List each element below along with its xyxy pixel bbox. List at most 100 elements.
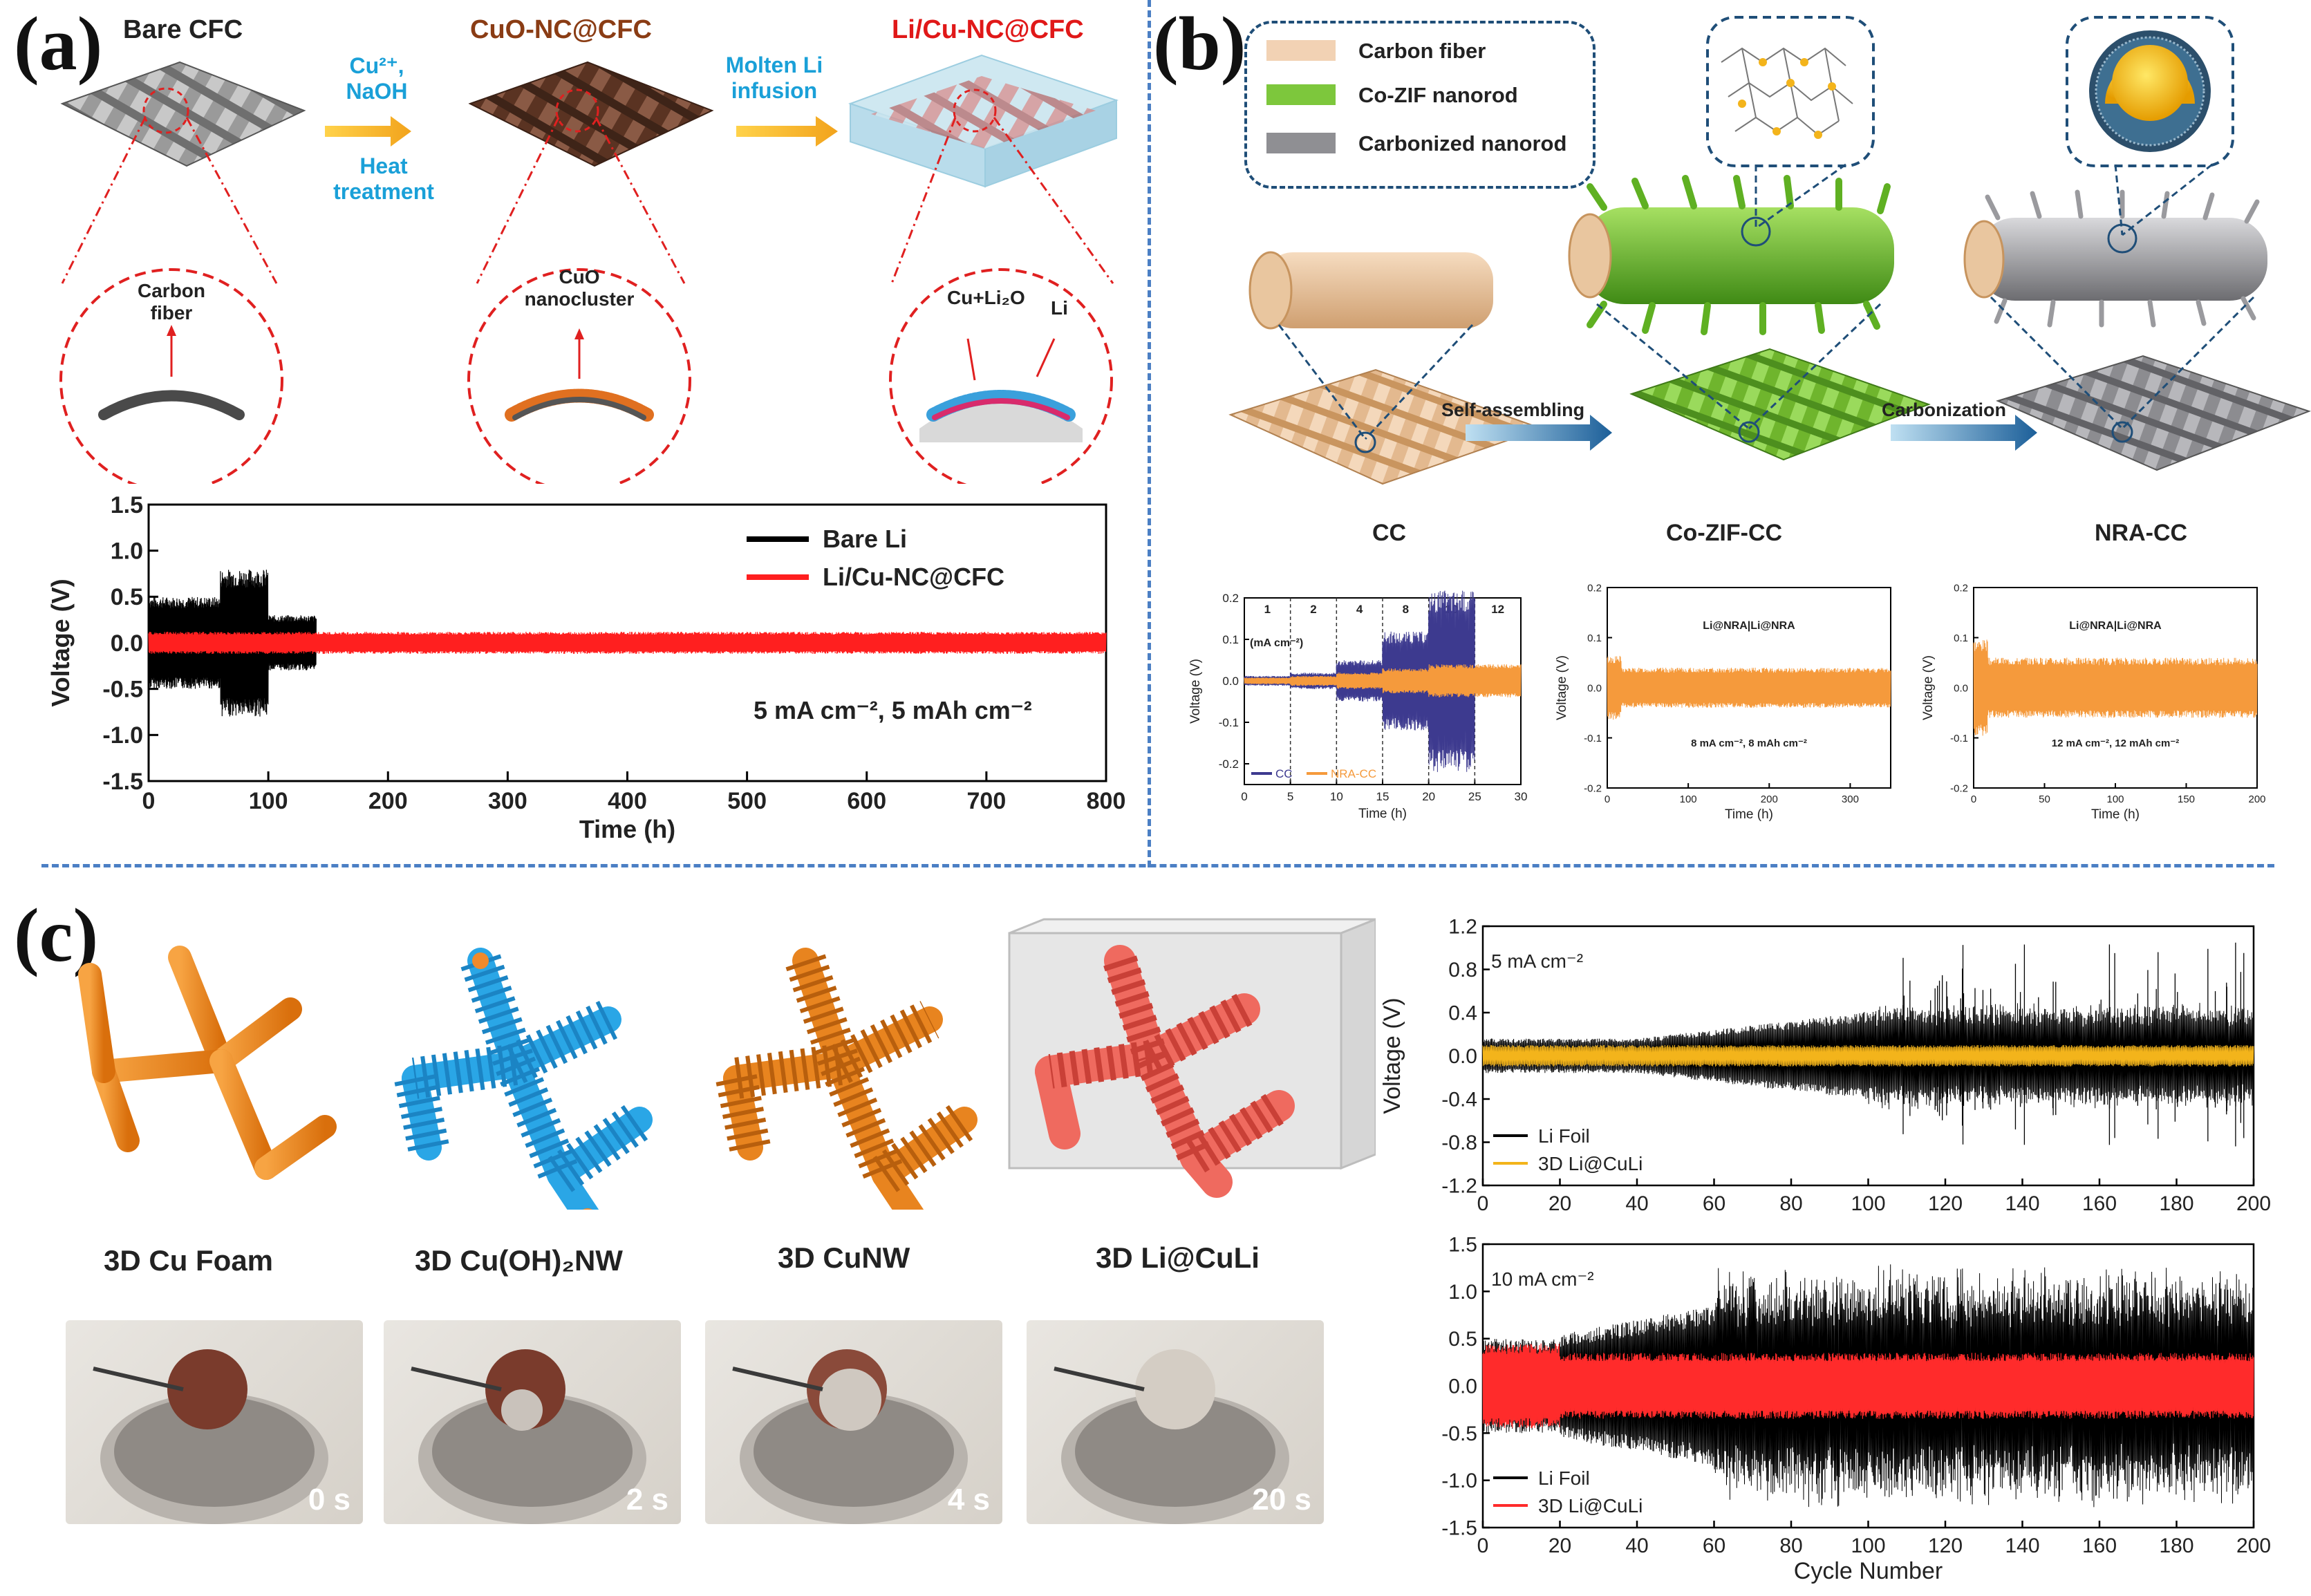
y-axis-label: Voltage (V) bbox=[1379, 997, 1405, 1114]
cu-foam-structure bbox=[78, 946, 337, 1210]
y-axis-label: Voltage (V) bbox=[1188, 659, 1203, 724]
zoom3-label-li: Li bbox=[1051, 297, 1068, 319]
x-tick-label: 40 bbox=[1625, 1192, 1648, 1215]
series-line-li-cuLi bbox=[1482, 1343, 2254, 1428]
x-tick-label: 40 bbox=[1625, 1534, 1648, 1557]
x-axis-label: Time (h) bbox=[2091, 807, 2140, 822]
x-tick-label: 180 bbox=[2159, 1192, 2193, 1215]
y-tick-label: 0.0 bbox=[1448, 1045, 1477, 1068]
arrow1-label-top: Cu²⁺,NaOH bbox=[346, 53, 408, 104]
x-tick-label: 0 bbox=[1971, 794, 1976, 805]
x-tick-label: 400 bbox=[608, 788, 647, 814]
x-tick-label: 180 bbox=[2159, 1534, 2193, 1557]
fiber-arc-2 bbox=[505, 388, 654, 422]
x-tick-label: 0 bbox=[1477, 1192, 1489, 1215]
legend-label-li-foil: Li Foil bbox=[1538, 1467, 1590, 1489]
y-tick-label: -0.2 bbox=[1584, 782, 1602, 794]
panel-label-b: (b) bbox=[1153, 1, 1246, 86]
unit-note: (mA cm⁻²) bbox=[1250, 637, 1303, 649]
droplet-image bbox=[411, 1349, 646, 1524]
y-tick-label: 0.8 bbox=[1448, 959, 1477, 982]
x-tick-label: 500 bbox=[727, 788, 767, 814]
photo-time-20s: 20 s bbox=[1252, 1483, 1311, 1517]
y-tick-label: 0.1 bbox=[1222, 633, 1239, 646]
x-tick-label: 200 bbox=[368, 788, 408, 814]
y-tick-label: 0.0 bbox=[1222, 675, 1239, 688]
panel-label-a: (a) bbox=[14, 1, 103, 86]
y-tick-label: -1.0 bbox=[102, 722, 143, 749]
legend-box bbox=[1244, 21, 1596, 189]
x-tick-label: 100 bbox=[249, 788, 288, 814]
legend-swatch-carbonized bbox=[1266, 133, 1336, 153]
chart-annotation: 8 mA cm⁻², 8 mAh cm⁻² bbox=[1691, 738, 1807, 749]
step-arrow-1 bbox=[1466, 415, 1612, 451]
x-tick-label: 120 bbox=[1928, 1534, 1963, 1557]
y-tick-label: 0.2 bbox=[1222, 592, 1239, 605]
series-line-li-cu-nc bbox=[148, 631, 1107, 655]
y-tick-label: 1.2 bbox=[1448, 916, 1477, 939]
x-tick-label: 15 bbox=[1376, 790, 1390, 803]
y-tick-label: -1.5 bbox=[1441, 1517, 1477, 1540]
y-tick-label: -0.5 bbox=[102, 677, 143, 703]
y-tick-label: 0.4 bbox=[1448, 1002, 1477, 1025]
structure-label-cunw: 3D CuNW bbox=[778, 1241, 910, 1274]
x-tick-label: 800 bbox=[1087, 788, 1126, 814]
y-tick-label: 1.5 bbox=[1448, 1234, 1477, 1257]
y-tick-label: 0.1 bbox=[1954, 632, 1968, 644]
legend-label-carbon-fiber: Carbon fiber bbox=[1358, 39, 1486, 63]
x-tick-label: 20 bbox=[1422, 790, 1435, 803]
droplet-image bbox=[93, 1349, 328, 1524]
step-arrow-2 bbox=[1891, 415, 2037, 451]
y-axis-label: Voltage (V) bbox=[1921, 655, 1936, 720]
segment-label: 4 bbox=[1356, 603, 1363, 616]
horizontal-divider bbox=[41, 864, 2274, 867]
y-tick-label: 1.0 bbox=[111, 538, 143, 565]
x-tick-label: 200 bbox=[2236, 1192, 2271, 1215]
legend-label-li-cu-nc: Li/Cu-NC@CFC bbox=[823, 563, 1004, 591]
x-tick-label: 700 bbox=[967, 788, 1007, 814]
arrow-1 bbox=[325, 116, 411, 147]
x-tick-label: 200 bbox=[2236, 1534, 2271, 1557]
stage-label-li-cu-nc: Li/Cu-NC@CFC bbox=[892, 15, 1084, 44]
y-tick-label: 1.5 bbox=[111, 492, 143, 518]
structure-label-cu-foam: 3D Cu Foam bbox=[104, 1244, 274, 1277]
legend-label-carbonized: Carbonized nanorod bbox=[1358, 131, 1567, 156]
x-tick-label: 140 bbox=[2005, 1534, 2039, 1557]
zoom3-label-cu-li2o: Cu+Li₂O bbox=[947, 287, 1025, 308]
y-tick-label: 0.5 bbox=[111, 584, 143, 610]
legend-label-li-cuLi: 3D Li@CuLi bbox=[1538, 1495, 1643, 1517]
segment-label: 8 bbox=[1403, 603, 1409, 616]
legend-label-cc: CC bbox=[1275, 767, 1293, 780]
y-tick-label: -0.2 bbox=[1950, 782, 1968, 794]
zoom-circle-3 bbox=[889, 268, 1113, 484]
y-tick-label: 0.0 bbox=[111, 630, 143, 657]
series-line-li-cuLi bbox=[1482, 1044, 2254, 1067]
segment-label: 1 bbox=[1264, 603, 1271, 616]
y-tick-label: -1.2 bbox=[1441, 1175, 1477, 1198]
panel-label-c: (c) bbox=[14, 893, 99, 977]
cunw-structure bbox=[715, 948, 977, 1210]
droplet-image bbox=[1054, 1349, 1289, 1524]
photo-time-0s: 0 s bbox=[308, 1483, 350, 1517]
chart-a-annotation: 5 mA cm⁻², 5 mAh cm⁻² bbox=[754, 696, 1032, 724]
legend-swatch-carbon-fiber bbox=[1266, 40, 1336, 61]
li-cuLi-structure bbox=[1008, 918, 1376, 1198]
y-tick-label: 0.1 bbox=[1587, 632, 1602, 644]
x-tick-label: 100 bbox=[2106, 794, 2124, 805]
x-tick-label: 0 bbox=[142, 788, 156, 814]
x-tick-label: 300 bbox=[1842, 794, 1859, 805]
y-tick-label: -0.5 bbox=[1441, 1423, 1477, 1445]
chart-title: Li@NRA|Li@NRA bbox=[1703, 620, 1795, 632]
series-line-cc bbox=[1244, 590, 1475, 772]
chart-annotation: 12 mA cm⁻², 12 mAh cm⁻² bbox=[2052, 738, 2180, 749]
x-tick-label: 100 bbox=[1851, 1192, 1885, 1215]
x-tick-label: 0 bbox=[1241, 790, 1247, 803]
x-tick-label: 60 bbox=[1703, 1534, 1725, 1557]
zoom-circle-1 bbox=[59, 268, 283, 484]
arrow-2 bbox=[736, 116, 838, 147]
